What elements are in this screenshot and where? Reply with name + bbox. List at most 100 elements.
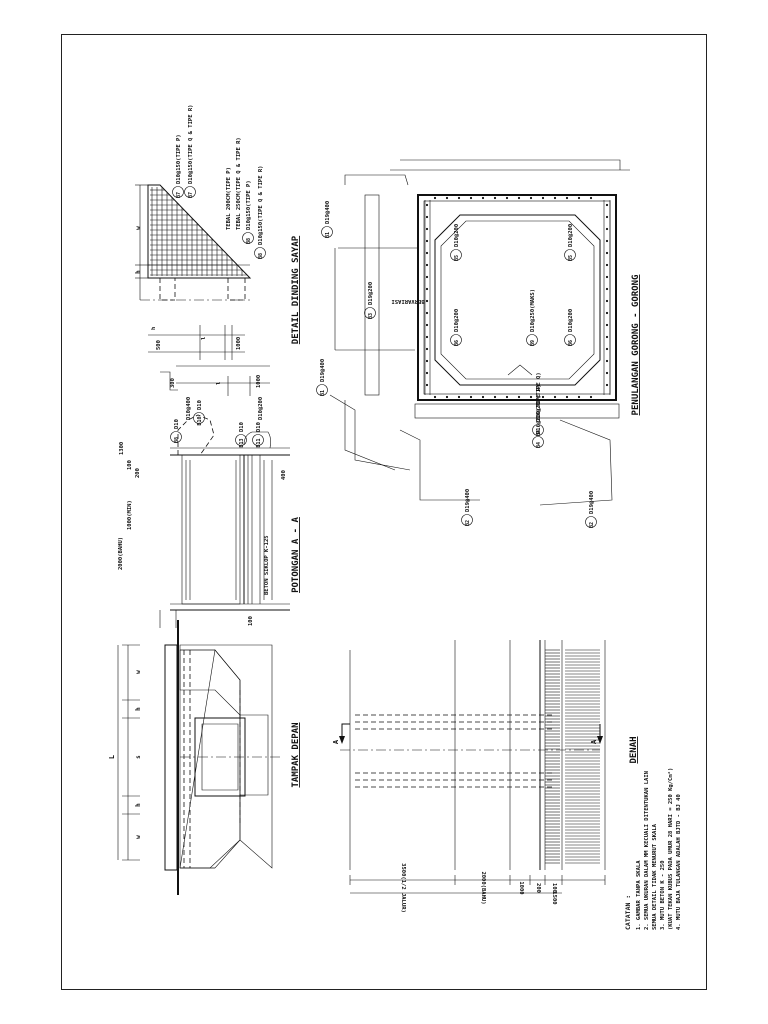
- pot-b10-circle: [193, 412, 205, 424]
- pen-b1a-circle: [321, 226, 333, 238]
- pen-b1a-code: B1: [325, 232, 331, 238]
- pen-b3-text: D19@200: [368, 282, 374, 305]
- pot-b13-text: D10: [239, 422, 245, 432]
- potongan-view: B8D10D10@400B10D10B13D10B11D10D10@200BET…: [118, 365, 290, 628]
- pot-d10-400: D10@400: [186, 397, 192, 420]
- penulangan-rebar-dots: [425, 196, 609, 399]
- sayap-b8b-circle: [254, 247, 266, 259]
- pot-b11-code: B11: [256, 438, 262, 447]
- pen-b5b-text: D10@200: [568, 224, 574, 247]
- notes-line-2: SEMUA DETAIL TIDAK MENURUT SKALA: [652, 823, 658, 930]
- denah-dim-1500: 1500: [551, 891, 557, 904]
- pen-b6a-code: B6: [454, 340, 460, 346]
- pen-b3-circle: [364, 307, 376, 319]
- sayap-dim-500: 500: [156, 340, 162, 350]
- penulangan-labels: BERVARIASIB1D19@400B3D19@200B5D10@200B5D…: [316, 201, 597, 528]
- pot-d10-200: D10@200: [258, 397, 264, 420]
- pot-dim-400: 400: [281, 470, 287, 480]
- notes-line-3: 3. MUTU BETON K - 250: [660, 860, 666, 930]
- sayap-b7a-code: B7: [176, 192, 182, 198]
- pen-b2b-code: B2: [589, 522, 595, 528]
- sayap-dim-1000: 1000: [236, 337, 242, 350]
- denah-dim-1000: 1000: [518, 881, 524, 894]
- sayap-reinforcement-grid: [150, 187, 248, 276]
- pot-dim-200: 200: [135, 468, 141, 478]
- pot-b11-circle: [252, 434, 264, 446]
- sayap-b7b-code: B7: [188, 192, 194, 198]
- pen-b9-code: B9: [530, 340, 536, 346]
- pen-b5b-code: B5: [568, 255, 574, 261]
- notes-heading: CATATAN :: [624, 895, 632, 930]
- sayap-dim-h: h: [151, 327, 157, 330]
- sayap-b8a-text: D10@150(TIPE P): [246, 180, 252, 230]
- sayap-view: B7 D10@150(TIPE P) B7 D10@150(TIPE Q & TIPE…: [135, 105, 266, 360]
- pot-b8-text: D10: [174, 419, 180, 429]
- pot-dim-1300: 1300: [119, 442, 125, 455]
- title-denah: DENAH: [629, 736, 639, 763]
- pot-b11-text: D10: [256, 422, 262, 432]
- pen-b5b-circle: [564, 249, 576, 261]
- pen-b1b-circle: [316, 384, 328, 396]
- pen-b5a-text: D10@200: [454, 224, 460, 247]
- pot-dim-100: 100: [127, 460, 133, 470]
- pen-b6b-code: B6: [568, 340, 574, 346]
- pen-b6b-text: D10@200: [568, 309, 574, 332]
- sayap-labels: B7 D10@150(TIPE P) B7 D10@150(TIPE Q & TIPE…: [135, 105, 266, 350]
- sayap-b7a-text: D10@150(TIPE P): [176, 134, 182, 184]
- dim-label-4: w: [135, 835, 142, 839]
- notes-line-5: 4. MUTU BAJA TULANGAN ADALAH BJTD - BJ 4…: [676, 794, 682, 930]
- denah-dim-3500: 3500(1/2 JALUR): [400, 863, 406, 913]
- pen-b2a-circle: [461, 514, 473, 526]
- sayap-tebal1: TEBAL 200CM(TIPE P): [226, 167, 232, 230]
- pen-b4b-code: B4: [536, 442, 542, 448]
- pen-b5a-code: B5: [454, 255, 460, 261]
- title-tampak-depan: TAMPAK DEPAN: [291, 722, 301, 787]
- pot-b10-code: B10: [197, 416, 203, 425]
- denah-dim-2000: 2000(BAHU): [480, 871, 486, 904]
- pot-b10-text: D10: [197, 400, 203, 410]
- sayap-w: w: [135, 226, 142, 230]
- dim-label-0: w: [135, 670, 142, 674]
- sayap-b8b-text: D10@150(TIPE Q & TIPE R): [258, 166, 264, 245]
- pen-b2b-circle: [585, 516, 597, 528]
- sayap-dim-l: l: [201, 337, 207, 340]
- sayap-b7b-text: D10@150(TIPE Q & TIPE R): [188, 105, 194, 184]
- sayap-b8a-circle: [242, 232, 254, 244]
- title-potongan: POTONGAN A - A: [291, 516, 301, 592]
- pen-b4b-circle: [532, 436, 544, 448]
- dim-label-2: s: [135, 755, 142, 759]
- pen-bervariasi: BERVARIASI: [391, 298, 424, 304]
- pen-b3-code: B3: [368, 313, 374, 319]
- pen-b1b-code: B1: [320, 390, 326, 396]
- pen-b1b-text: D19@400: [320, 359, 326, 382]
- sayap-b7b-circle: [184, 186, 196, 198]
- denah-dim-100: 100: [551, 883, 557, 893]
- pot-b13-code: B13: [239, 438, 245, 447]
- sayap-h: h: [135, 270, 142, 274]
- title-detail-sayap: DETAIL DINDING SAYAP: [291, 235, 301, 344]
- denah-a-right: A: [590, 739, 598, 744]
- pot-b8-circle: [170, 431, 182, 443]
- dim-total-l: L: [108, 755, 116, 759]
- pen-b9-circle: [526, 334, 538, 346]
- pen-b5a-circle: [450, 249, 462, 261]
- sayap-b7a-circle: [172, 186, 184, 198]
- pen-b4a-circle: [532, 424, 544, 436]
- denah-dim-200: 200: [535, 883, 541, 893]
- pen-b9-text: D10@250(MAKS): [530, 289, 536, 332]
- notes-line-1: 2. SEMUA UKURAN DALAM MM KECUALI DITENTU…: [644, 771, 650, 930]
- pen-b2a-text: D19@400: [465, 489, 471, 512]
- sayap-b8b-code: B8: [258, 253, 264, 259]
- sayap-tebal2: TEBAL 250CM(TIPE Q & TIPE R): [236, 137, 242, 230]
- pot-beton: BETON SIKLOP K-125: [264, 535, 270, 595]
- pot-dim-1000b: 1000: [256, 375, 262, 388]
- notes-line-4: (KUAT TEKAN KUBUS PADA UMUR 28 HARI = 25…: [667, 768, 674, 930]
- pen-b1a-text: D19@400: [325, 201, 331, 224]
- pen-b6a-text: D10@200: [454, 309, 460, 332]
- denah-hatch: [545, 649, 600, 864]
